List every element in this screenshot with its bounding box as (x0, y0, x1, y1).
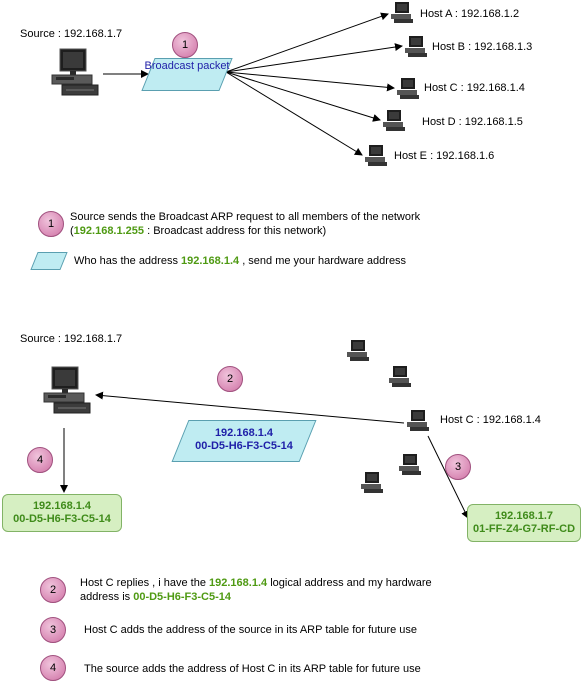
host-e-computer-icon (365, 145, 387, 166)
broadcast-packet-label: Broadcast packet (144, 60, 230, 72)
source-label: Source : 192.168.1.7 (20, 28, 123, 40)
network-host-icon (361, 472, 383, 493)
host-a-label: Host A : 192.168.1.2 (420, 8, 520, 20)
step-circle-1: 1 (172, 32, 198, 58)
network-host-icon (399, 454, 421, 475)
step-circle-2: 2 (217, 366, 243, 392)
host-b-label: Host B : 192.168.1.3 (432, 41, 533, 53)
step-circle-3: 3 (445, 454, 471, 480)
reply-packet-mac: 00-D5-H6-F3-C5-14 (195, 440, 293, 452)
host-c-label: Host C : 192.168.1.4 (424, 82, 525, 94)
source-arp-mac: 00-D5-H6-F3-C5-14 (13, 513, 111, 525)
hostc-arp-ip: 192.168.1.7 (494, 510, 554, 522)
host-c-computer-icon-2 (407, 410, 429, 431)
host-d-computer-icon (383, 110, 405, 131)
hostc-arp-mac: 01-FF-Z4-G7-RF-CD (472, 523, 576, 535)
host-b-computer-icon (405, 36, 427, 57)
legend-circle-1: 1 (38, 211, 64, 237)
legend-3-text: Host C adds the address of the source in… (84, 624, 418, 636)
source-arp-ip: 192.168.1.4 (32, 500, 92, 512)
host-d-label: Host D : 192.168.1.5 (422, 116, 523, 128)
network-host-icon (389, 366, 411, 387)
legend-circle-2: 2 (40, 577, 66, 603)
reply-packet-text: 192.168.1.4 00-D5-H6-F3-C5-14 (176, 427, 312, 453)
legend-2-text: Host C replies , i have the 192.168.1.4 … (80, 577, 432, 603)
step-circle-4: 4 (27, 447, 53, 473)
source-computer-icon (51, 48, 99, 96)
host-c-computer-icon (397, 78, 419, 99)
who-has-text: Who has the address 192.168.1.4 , send m… (74, 255, 407, 267)
legend-4-text: The source adds the address of Host C in… (84, 663, 421, 675)
host-a-computer-icon (391, 2, 413, 23)
source-arp-table: 192.168.1.4 00-D5-H6-F3-C5-14 (2, 494, 122, 532)
source-label-2: Source : 192.168.1.7 (20, 333, 123, 345)
legend-circle-3: 3 (40, 617, 66, 643)
reply-packet-ip: 192.168.1.4 (214, 427, 274, 439)
host-e-label: Host E : 192.168.1.6 (394, 150, 495, 162)
legend-1-text: Source sends the Broadcast ARP request t… (70, 211, 421, 237)
hostc-arp-table: 192.168.1.7 01-FF-Z4-G7-RF-CD (467, 504, 581, 542)
source-computer-icon-2 (43, 366, 91, 414)
legend-circle-4: 4 (40, 655, 66, 681)
host-c-label-2: Host C : 192.168.1.4 (440, 414, 541, 426)
network-host-icon (347, 340, 369, 361)
